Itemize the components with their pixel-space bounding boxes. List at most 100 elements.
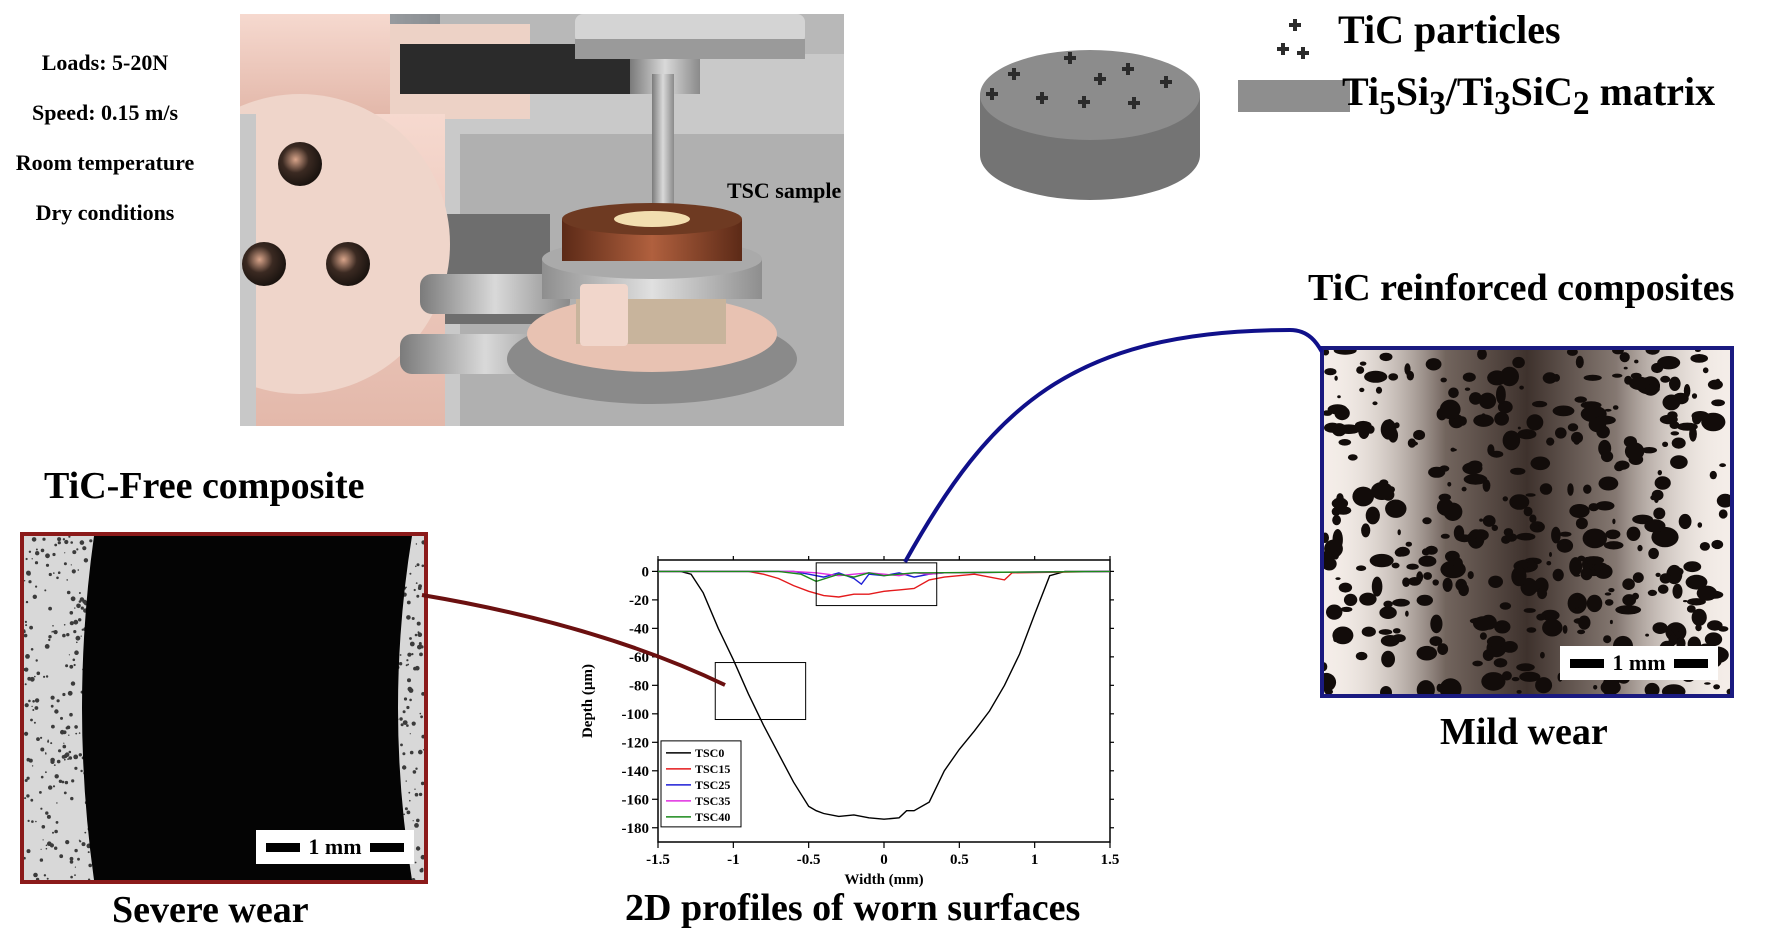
texture-speckle	[45, 811, 49, 815]
texture-blob	[1711, 399, 1725, 407]
texture-speckle	[31, 705, 33, 708]
texture-speckle	[45, 563, 50, 567]
texture-speckle	[421, 734, 424, 739]
texture-blob	[1669, 376, 1681, 391]
texture-speckle	[75, 732, 78, 735]
texture-blob	[1440, 690, 1444, 694]
texture-speckle	[414, 633, 418, 637]
texture-speckle	[54, 846, 58, 850]
texture-speckle	[34, 706, 39, 710]
texture-speckle	[71, 779, 75, 783]
legend-label: TSC40	[695, 810, 730, 824]
texture-speckle	[65, 726, 69, 730]
texture-blob	[1379, 352, 1393, 362]
texture-blob	[1430, 614, 1443, 634]
texture-speckle	[24, 633, 28, 638]
texture-speckle	[35, 585, 38, 588]
texture-speckle	[70, 875, 73, 879]
texture-speckle	[45, 844, 48, 847]
texture-blob	[1343, 593, 1358, 606]
texture-blob	[1392, 598, 1410, 607]
texture-speckle	[35, 877, 40, 880]
texture-speckle	[64, 780, 69, 785]
x-tick-label: 0.5	[950, 852, 969, 868]
texture-blob	[1683, 561, 1702, 573]
texture-blob	[1493, 658, 1508, 668]
texture-speckle	[409, 637, 412, 640]
texture-speckle	[69, 712, 73, 717]
texture-blob	[1569, 504, 1590, 518]
condition-dry: Dry conditions	[35, 200, 175, 225]
texture-speckle	[416, 594, 420, 598]
texture-blob	[1462, 372, 1476, 382]
texture-blob	[1713, 684, 1720, 690]
texture-blob	[1439, 399, 1461, 420]
texture-blob	[1602, 676, 1615, 694]
texture-blob	[1440, 533, 1450, 539]
texture-blob	[1494, 411, 1509, 426]
texture-speckle	[58, 749, 62, 753]
texture-blob	[1655, 477, 1665, 486]
legend-label: TSC35	[695, 794, 730, 808]
texture-speckle	[420, 867, 424, 871]
texture-blob	[1391, 562, 1400, 569]
center-caption: 2D profiles of worn surfaces	[625, 887, 1081, 929]
texture-blob	[1378, 629, 1393, 635]
texture-speckle	[31, 765, 34, 767]
texture-speckle	[79, 540, 85, 545]
texture-blob	[1686, 598, 1706, 606]
texture-speckle	[42, 537, 46, 541]
texture-speckle	[56, 759, 61, 764]
texture-blob	[1619, 352, 1630, 363]
texture-speckle	[83, 558, 89, 563]
texture-speckle	[78, 600, 82, 603]
texture-blob	[1448, 387, 1459, 399]
texture-speckle	[54, 543, 58, 547]
texture-speckle	[89, 539, 93, 543]
texture-blob	[1567, 483, 1574, 496]
legend-label: TSC0	[695, 746, 724, 760]
texture-blob	[1542, 372, 1557, 384]
texture-speckle	[68, 536, 71, 538]
texture-speckle	[76, 641, 78, 644]
texture-speckle	[29, 625, 33, 630]
y-tick-label: -80	[629, 678, 649, 694]
texture-blob	[1335, 577, 1341, 580]
texture-speckle	[61, 780, 65, 784]
y-tick-label: -20	[629, 593, 649, 609]
texture-speckle	[62, 633, 66, 638]
texture-speckle	[64, 752, 70, 757]
texture-blob	[1659, 414, 1678, 425]
texture-blob	[1516, 690, 1522, 694]
texture-speckle	[409, 698, 412, 702]
texture-speckle	[403, 813, 406, 816]
texture-blob	[1603, 541, 1624, 550]
texture-blob	[1336, 493, 1344, 504]
texture-blob	[1696, 585, 1718, 601]
texture-speckle	[40, 775, 44, 779]
texture-speckle	[413, 588, 416, 592]
texture-speckle	[420, 715, 423, 719]
texture-speckle	[66, 840, 70, 844]
texture-blob	[1601, 450, 1614, 463]
tic-particle	[1094, 73, 1106, 85]
texture-blob	[1453, 557, 1463, 569]
series-line-tsc15	[658, 570, 1111, 598]
texture-speckle	[411, 721, 416, 726]
texture-blob	[1487, 444, 1495, 456]
texture-blob	[1461, 486, 1467, 492]
texture-speckle	[67, 690, 73, 696]
texture-blob	[1657, 470, 1662, 476]
tribometer-illustration: TSC sample	[240, 14, 844, 426]
texture-speckle	[34, 561, 39, 565]
texture-blob	[1523, 506, 1533, 517]
series-line-tsc35	[658, 570, 1111, 577]
texture-blob	[1394, 422, 1400, 429]
texture-speckle	[402, 710, 406, 714]
tic-particle	[1122, 63, 1134, 75]
tic-particle	[1036, 92, 1048, 104]
texture-blob	[1456, 534, 1473, 543]
matrix-legend-label: Ti5Si3/Ti3SiC2 matrix	[1342, 69, 1716, 122]
tic-particle	[986, 88, 998, 100]
